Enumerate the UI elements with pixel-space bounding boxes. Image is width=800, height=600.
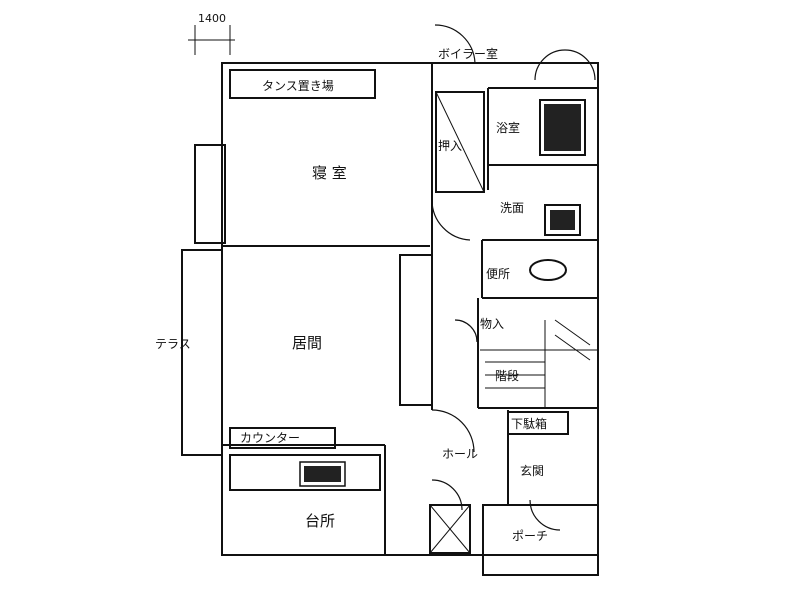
- bedroom-window-bay: [194, 144, 226, 244]
- label-counter: カウンター: [240, 431, 300, 445]
- label-senmen: 洗面: [500, 201, 524, 215]
- door-swings: [431, 24, 596, 531]
- closet-outline: [435, 91, 485, 193]
- toilet-bowl: [529, 259, 567, 281]
- label-bathroom: 浴室: [496, 120, 520, 135]
- stair-treads: [480, 319, 598, 408]
- label-oshiire: 押入: [438, 139, 462, 153]
- living-partition: [399, 254, 433, 406]
- kitchen-counter: [229, 454, 381, 491]
- label-terrace: テラス: [155, 337, 191, 351]
- dimension-label: 1400: [198, 12, 226, 25]
- tansu-outline: [229, 69, 376, 99]
- bathtub-fill: [544, 104, 581, 151]
- label-tansu: タンス置き場: [262, 79, 334, 93]
- shaft-box: [429, 504, 471, 554]
- label-porch: ポーチ: [512, 529, 548, 543]
- outer-wall: [221, 62, 599, 556]
- label-stairs: 階段: [495, 368, 519, 383]
- closet-cross: [435, 91, 485, 193]
- label-washitsu: 寝 室: [312, 164, 347, 182]
- label-hall: ホール: [442, 447, 478, 461]
- label-boiler: ボイラー室: [438, 46, 498, 61]
- shaft-cross-b: [429, 504, 471, 554]
- label-getabako: 下駄箱: [511, 416, 547, 431]
- terrace-area: [181, 249, 223, 456]
- getabako-box: [507, 411, 569, 435]
- label-monooki: 物入: [480, 317, 504, 331]
- porch-area: [482, 504, 599, 576]
- counter-outline: [229, 427, 336, 449]
- kitchen-sink: [299, 461, 346, 487]
- sink-fill: [304, 466, 341, 482]
- label-living: 居間: [292, 334, 322, 352]
- dimension-marker: [188, 25, 235, 55]
- label-genkan: 玄関: [520, 463, 544, 478]
- label-toilet: 便所: [486, 267, 510, 281]
- label-kitchen: 台所: [305, 512, 335, 530]
- bathtub: [539, 99, 586, 156]
- washbasin-fill: [550, 210, 575, 230]
- washbasin: [544, 204, 581, 236]
